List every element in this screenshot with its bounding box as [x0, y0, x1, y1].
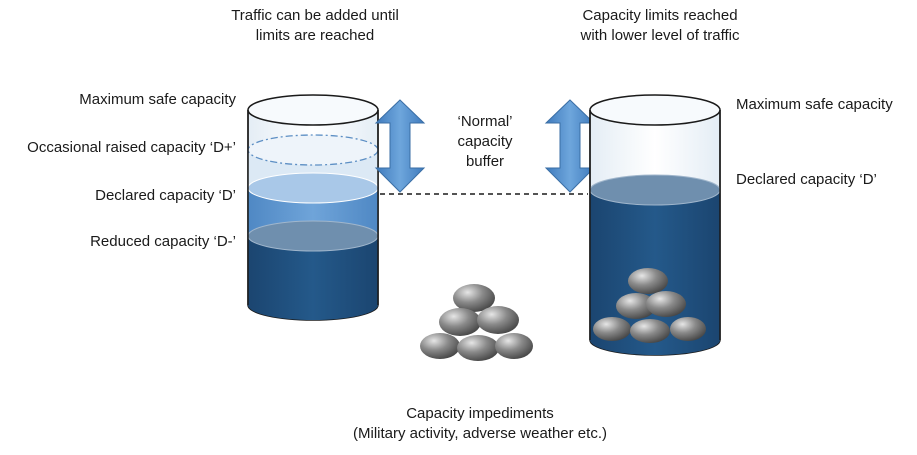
right-caption: Capacity limits reached with lower level…	[560, 6, 760, 46]
left-caption: Traffic can be added until limits are re…	[215, 6, 415, 46]
right-caption-line-2: with lower level of traffic	[580, 27, 740, 44]
left-double-arrow-icon	[374, 99, 426, 193]
left-cylinder	[247, 94, 379, 321]
left-caption-line-1: Traffic can be added until	[231, 7, 399, 24]
impediments-label-line-2: (Military activity, adverse weather etc.…	[353, 425, 607, 442]
right-max-safe-label: Maximum safe capacity	[736, 96, 893, 113]
right-caption-line-1: Capacity limits reached	[582, 7, 738, 24]
left-reduced-label: Reduced capacity ‘D-’	[90, 233, 236, 250]
left-caption-line-2: limits are reached	[255, 27, 375, 44]
declared-level-top	[247, 172, 379, 204]
stone-pile-icon	[420, 284, 533, 361]
right-double-arrow-icon	[544, 99, 596, 193]
left-raised-label: Occasional raised capacity ‘D+’	[27, 139, 236, 156]
right-cylinder-rim	[589, 94, 721, 126]
left-max-safe-label: Maximum safe capacity	[79, 91, 236, 108]
right-declared-label: Declared capacity ‘D’	[736, 171, 877, 188]
buffer-label-line-3: buffer	[465, 153, 505, 170]
impediments-label-line-1: Capacity impediments	[406, 405, 554, 422]
reduced-band	[248, 236, 378, 320]
right-cylinder	[589, 94, 721, 356]
buffer-label: ‘Normal’ capacity buffer	[435, 112, 535, 172]
buffer-label-line-1: ‘Normal’	[457, 113, 513, 130]
reduced-level-top	[247, 220, 379, 252]
right-declared-level-top	[589, 174, 721, 206]
stones-in-cylinder-icon	[593, 268, 706, 343]
buffer-label-line-2: capacity	[457, 133, 513, 150]
left-declared-label: Declared capacity ‘D’	[95, 187, 236, 204]
impediments-label: Capacity impediments (Military activity,…	[330, 404, 630, 444]
left-cylinder-rim	[247, 94, 379, 126]
raised-level-top	[247, 134, 379, 166]
